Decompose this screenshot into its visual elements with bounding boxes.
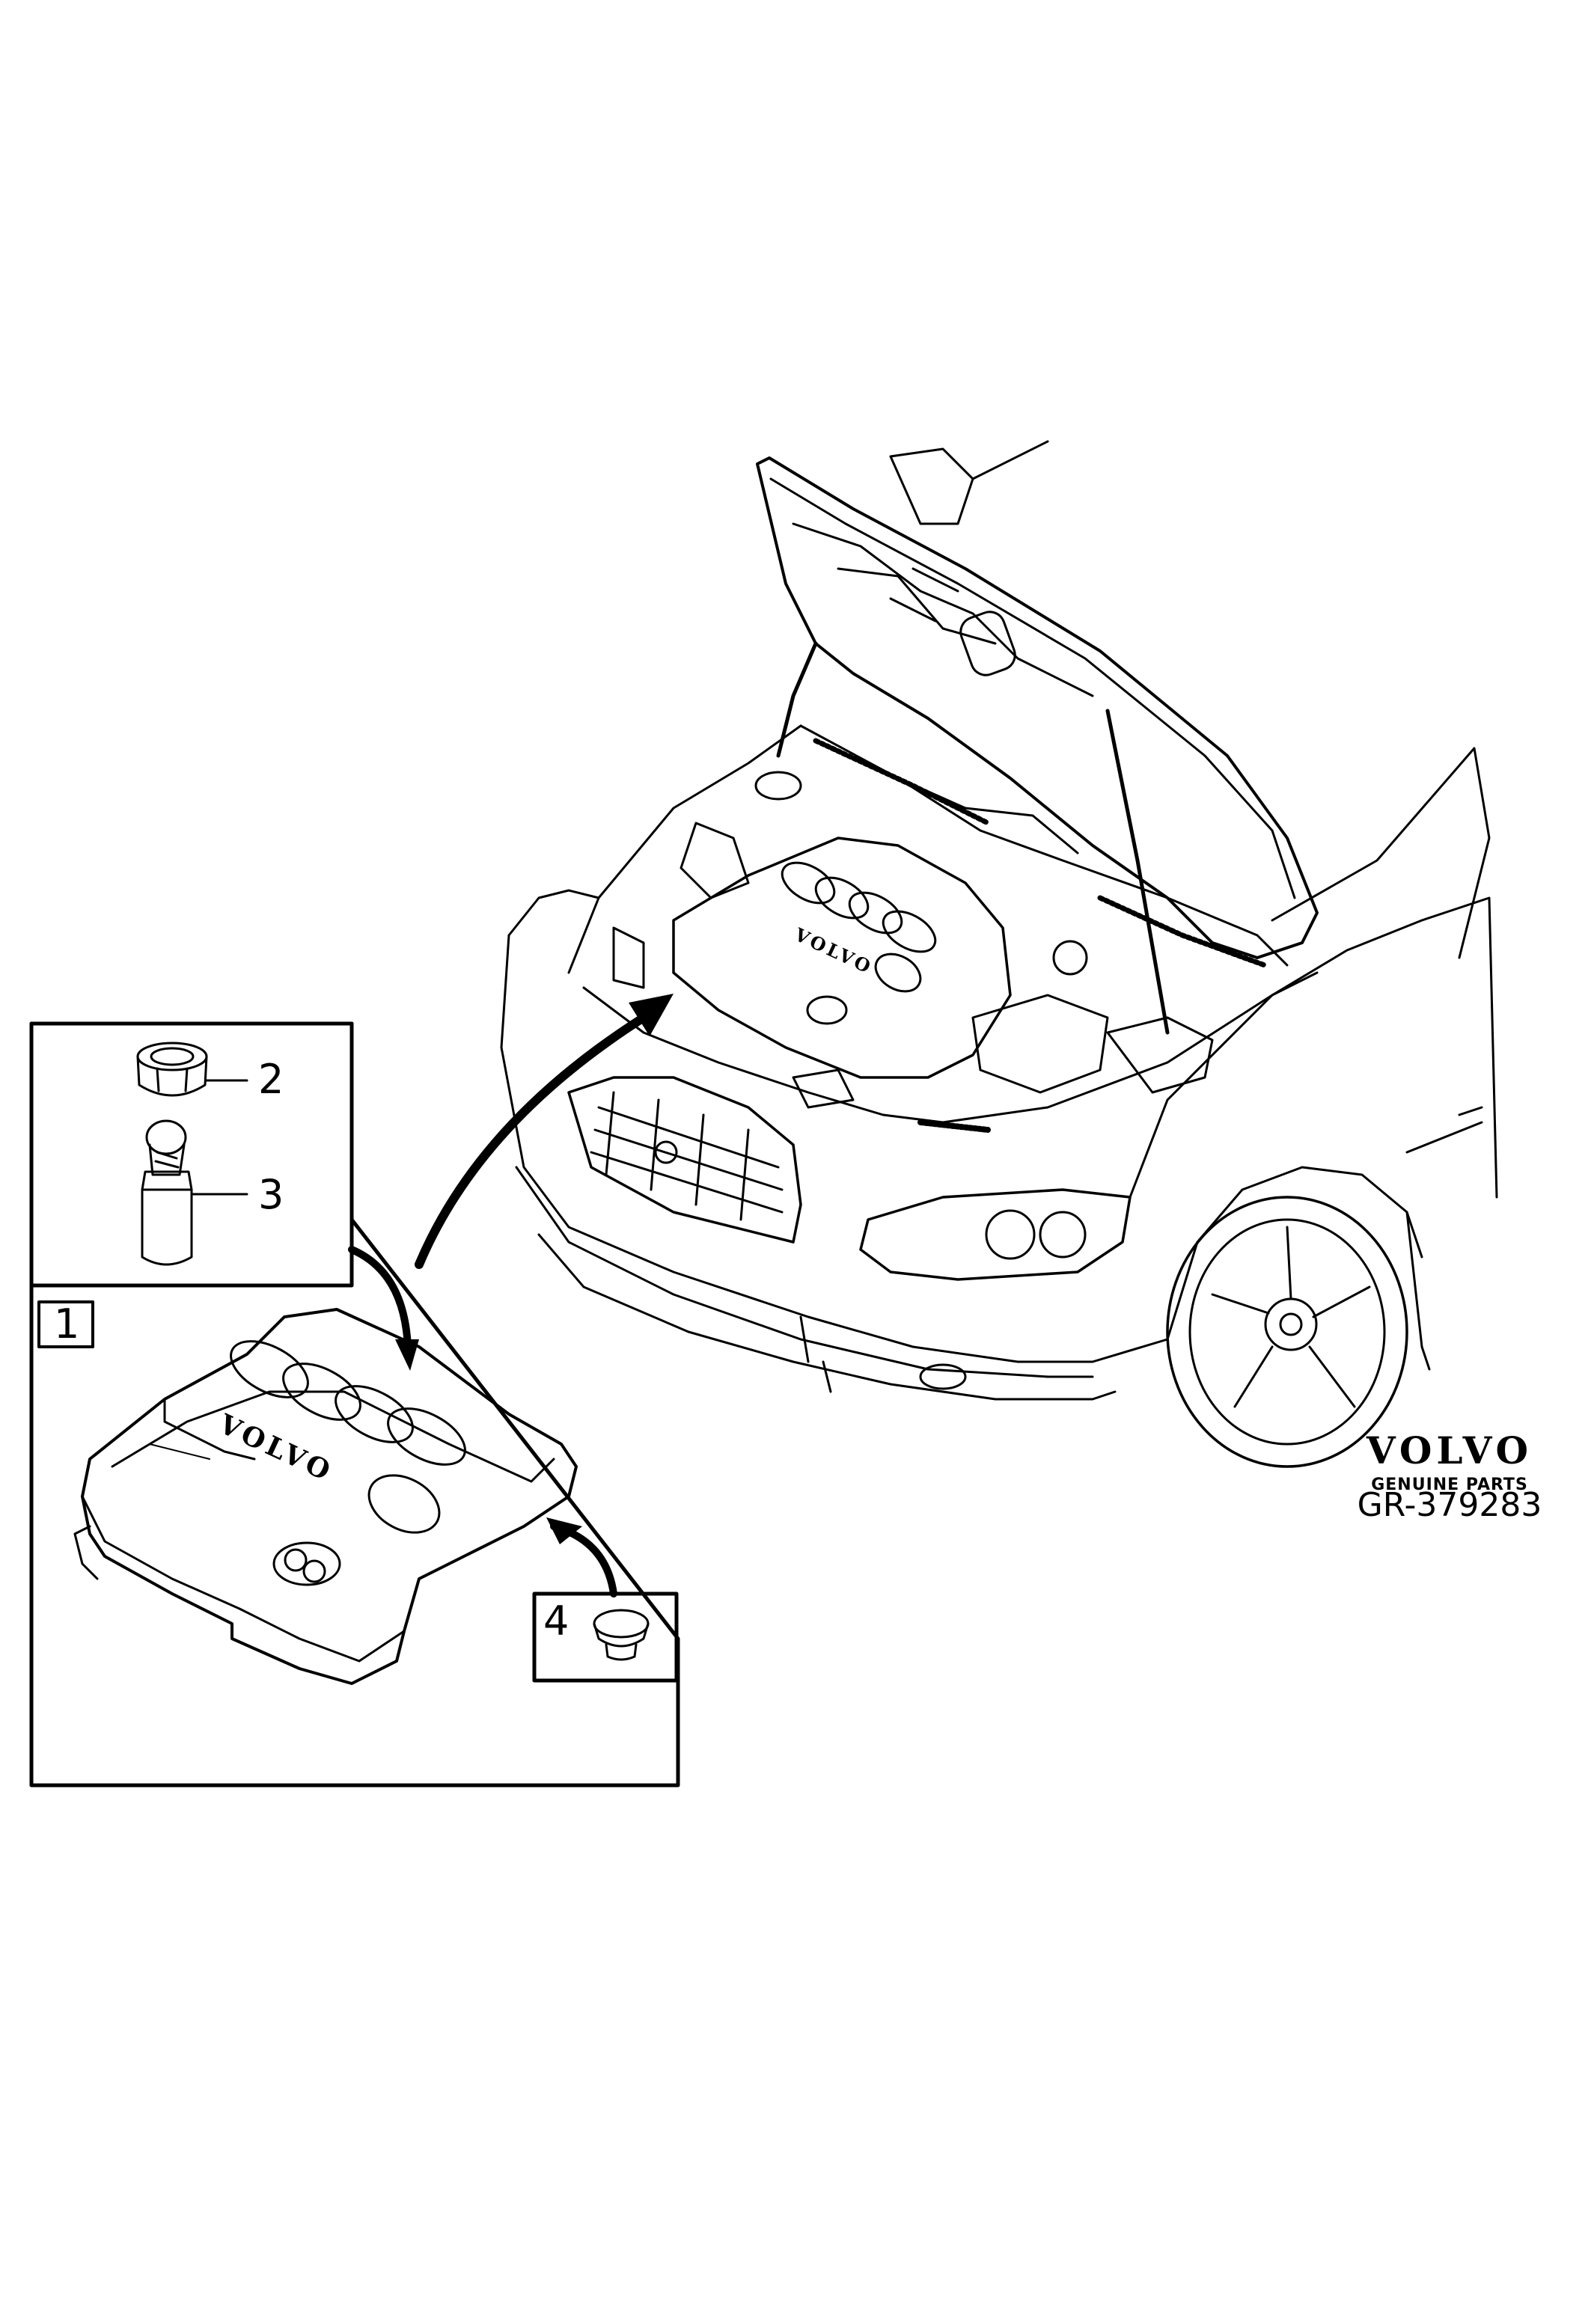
part4-box — [532, 1591, 679, 1683]
callout-part2: 2 — [258, 1056, 284, 1103]
callout-part4: 4 — [543, 1597, 569, 1645]
callout-part1: 1 — [54, 1300, 80, 1348]
brand-name: VOLVO — [1366, 1428, 1533, 1473]
parts-inset: VOLVO — [29, 994, 680, 1788]
reference-number: GR-379283 — [1357, 1486, 1542, 1524]
part1-box — [37, 1300, 94, 1348]
cover-logo: VOLVO — [213, 1408, 338, 1489]
part4-plug-icon — [593, 1609, 650, 1661]
callout-part3: 3 — [258, 1171, 284, 1218]
part3-stud-bolt-icon — [141, 1119, 248, 1266]
brand-logo: VOLVO GENUINE PARTS — [1356, 1428, 1543, 1495]
hardware-arrow — [348, 1246, 412, 1351]
part1-engine-cover-icon: VOLVO — [73, 1308, 578, 1685]
installation-arrow — [415, 1013, 648, 1269]
brand-subtitle: GENUINE PARTS — [1371, 1476, 1528, 1494]
bay-cover-logo: VOLVO — [791, 923, 877, 979]
car-illustration: VOLVO — [500, 440, 1498, 1468]
part2-cap-nut-icon — [136, 1042, 248, 1097]
hardware-box — [29, 1021, 354, 1288]
